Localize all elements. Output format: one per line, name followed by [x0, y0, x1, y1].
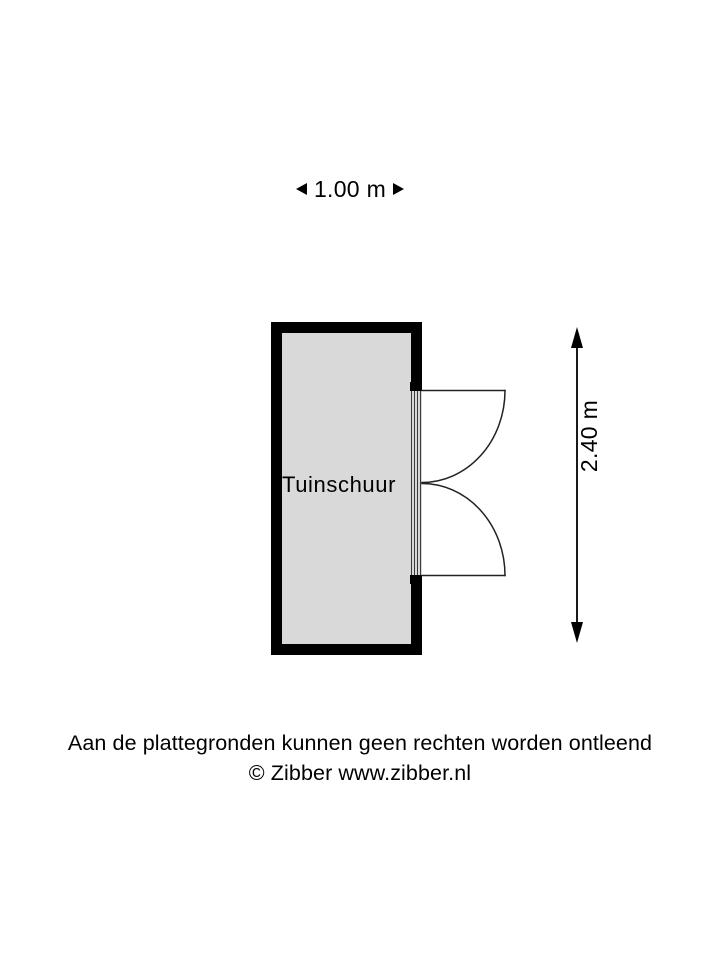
- room-name-text: Tuinschuur: [282, 472, 397, 497]
- width-dimension: 1.00 m: [275, 172, 425, 206]
- door-leaf-upper: [421, 389, 506, 484]
- triangle-left-icon: [295, 183, 307, 195]
- door-leaf-lower: [421, 482, 506, 577]
- footer-copyright: © Zibber www.zibber.nl: [248, 761, 472, 785]
- door-leaf-lines: [410, 391, 422, 575]
- height-dimension: 2.40 m: [573, 366, 605, 506]
- vertical-dimension-line: [571, 327, 583, 643]
- door-opening-gap: [410, 390, 422, 576]
- room-interior-fill: [282, 333, 411, 644]
- arrow-up-icon: [571, 327, 583, 348]
- width-dimension-label: 1.00 m: [313, 175, 387, 202]
- door-jamb-top: [410, 382, 422, 391]
- arrow-down-icon: [571, 622, 583, 643]
- footer-disclaimer: Aan de plattegronden kunnen geen rechten…: [67, 731, 653, 755]
- triangle-right-icon: [393, 183, 405, 195]
- height-dimension-label: 2.40 m: [575, 399, 602, 473]
- room-label: Tuinschuur: [282, 473, 412, 497]
- door-jamb-bottom: [410, 575, 422, 584]
- footer: Aan de plattegronden kunnen geen rechten…: [0, 728, 720, 788]
